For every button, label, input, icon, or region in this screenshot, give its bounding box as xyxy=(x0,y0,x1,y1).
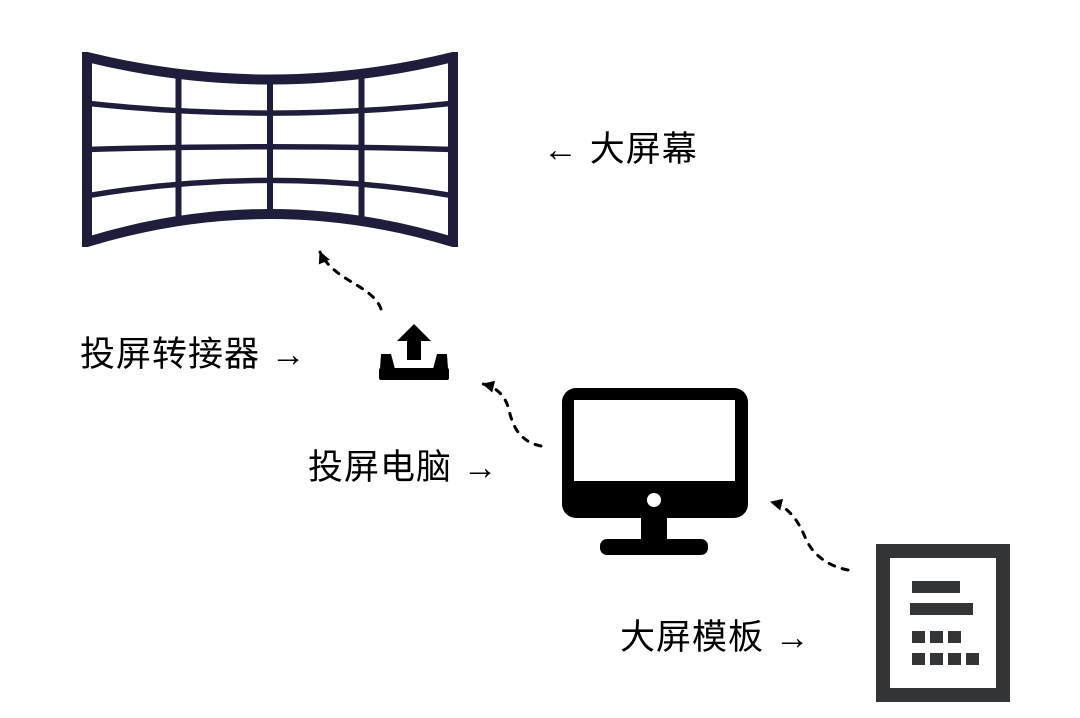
template-document-icon xyxy=(876,544,1010,702)
label-screen-wall: ← 大屏幕 xyxy=(543,130,698,169)
upload-adapter-icon xyxy=(379,324,449,380)
label-cast-computer: 投屏电脑 → xyxy=(308,448,499,487)
arrow-adapter-to-screen xyxy=(318,250,383,311)
video-wall-icon xyxy=(82,52,458,247)
desktop-monitor-icon xyxy=(562,388,748,555)
label-screen-template: 大屏模板 → xyxy=(620,618,811,657)
label-cast-adapter: 投屏转接器 → xyxy=(80,335,307,374)
arrow-template-to-computer xyxy=(769,498,850,572)
arrow-computer-to-adapter xyxy=(481,380,543,448)
